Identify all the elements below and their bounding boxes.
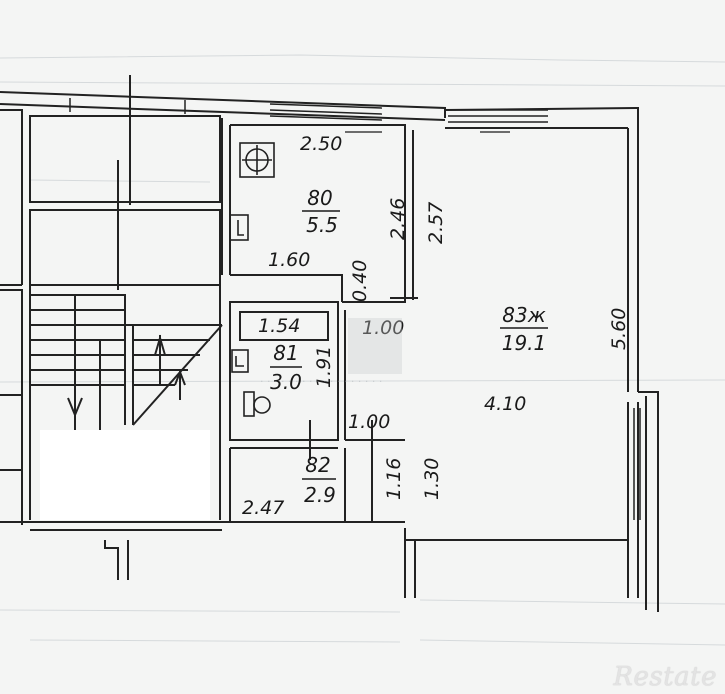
sink-icon [229, 214, 249, 241]
dim-bath-height: 1.91 [313, 346, 335, 388]
room-area: 2.9 [304, 483, 336, 507]
dim-kitchen-height: 2.46 [387, 198, 409, 240]
blurred-region [40, 430, 210, 520]
bath-walls [229, 301, 405, 449]
room-number: 80 [307, 186, 332, 210]
dim-hall-height: 1.16 [383, 458, 405, 500]
hall-walls [229, 420, 373, 522]
stove-icon [239, 142, 275, 178]
room-number: 82 [305, 453, 330, 477]
dim-corridor-upper: 1.00 [362, 317, 404, 339]
dim-bath-width: 1.54 [258, 315, 300, 337]
dim-living-left: 2.57 [425, 202, 447, 244]
toilet-icon [231, 349, 271, 417]
dimensions: 2.50 2.46 1.60 0.40 2.57 5.60 4.10 1.54 … [242, 131, 630, 519]
faint-guide-lines [0, 54, 725, 646]
room-area: 19.1 [502, 331, 547, 355]
dim-corridor-height: 1.30 [421, 458, 443, 500]
dim-living-height: 5.60 [608, 308, 630, 350]
dim-kitchen-width: 2.50 [300, 133, 342, 155]
room-area: 3.0 [270, 370, 302, 394]
dim-hall-width: 2.47 [242, 497, 284, 519]
room-kitchen: 80 5.5 [302, 186, 340, 237]
stamp-watermark: · · · · · · · · · · · · · · · · · · [260, 318, 402, 388]
dim-kitchen-bottom: 1.60 [268, 249, 310, 271]
room-number: 81 [273, 341, 298, 365]
room-hall: 82 2.9 [302, 453, 336, 507]
stair-area [29, 75, 223, 580]
dim-corridor-wall: 0.40 [349, 260, 371, 302]
svg-text:· · · · · · · · · · · · · · ·: · · · · · · · · · · · · · · · · · · [260, 375, 382, 388]
room-living: 83ж 19.1 [500, 303, 548, 355]
room-bath: 81 3.0 [270, 341, 302, 394]
kitchen-walls [221, 118, 418, 303]
room-number: 83ж [502, 303, 545, 327]
room-area: 5.5 [306, 213, 338, 237]
dim-living-width: 4.10 [484, 393, 526, 415]
windows [69, 98, 641, 520]
dim-corridor-lower: 1.00 [348, 411, 390, 433]
brand-watermark: Restate [613, 662, 717, 692]
